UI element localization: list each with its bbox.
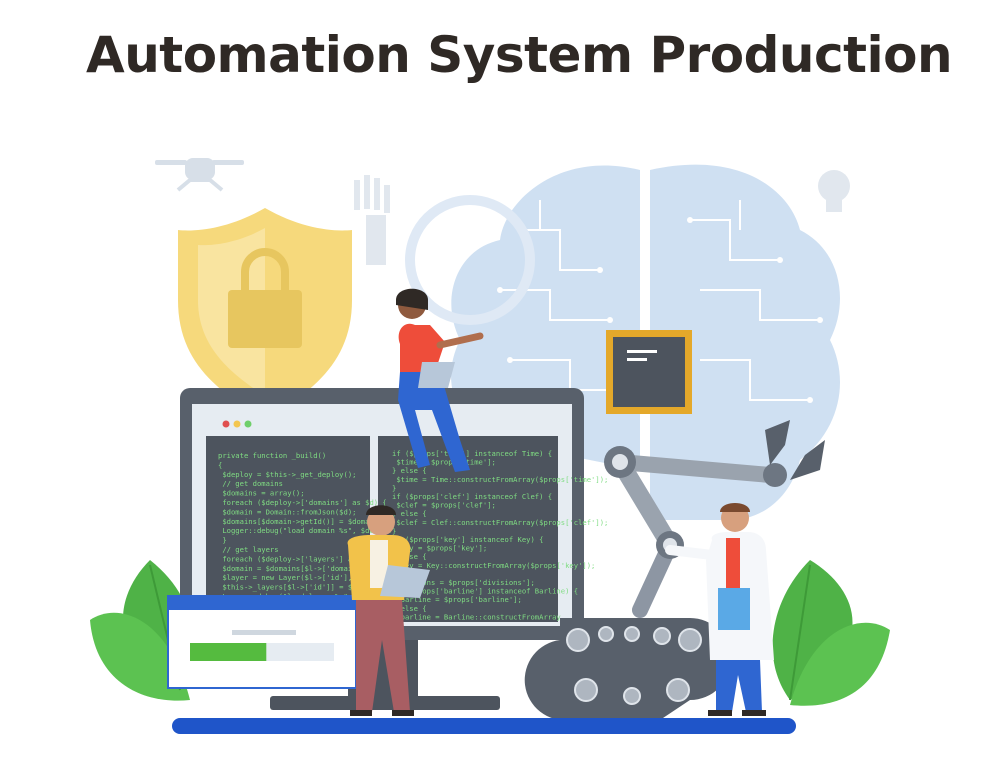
code-line: } else { [392,466,427,475]
code-line: } [392,483,396,492]
gear-icon [678,628,702,652]
code-line: $clef = Clef::constructFromArray($props[… [392,518,608,527]
code-line: $domain = $domains[$l->['domain [218,564,356,573]
code-line: $layer = new Layer($l->['id'], $dom [218,573,374,582]
padlock-icon [228,248,302,348]
code-line: Logger::debug("load domain %s", $domain [218,526,391,535]
code-line: $time = Time::constructFromArray($props[… [392,475,608,484]
code-line: $deploy = $this->_get_deploy(); [218,470,356,479]
code-line: // get domains [218,479,283,488]
code-line: $clef = $props['clef']; [392,501,496,510]
gear-icon [574,678,598,702]
code-line: } [392,526,396,535]
gear-icon [666,678,690,702]
gear-icon [566,628,590,652]
code-line: $barline = $props['barline']; [392,595,522,604]
drone-icon [155,158,244,192]
code-block-right: if ($props['time'] instanceof Time) { $t… [392,449,608,621]
lightbulb-icon [818,170,850,212]
floor [172,718,796,734]
code-block-left: private function _build(){ $deploy = $th… [218,451,391,601]
conveyor-belt [524,618,731,721]
code-line: { [218,460,222,469]
code-line: if ($props['key'] instanceof Key) { [392,535,543,544]
code-line: $divisions = $props['divisions']; [392,578,535,587]
code-line: } else { [392,509,427,518]
code-line: if ($props['clef'] instanceof Clef) { [392,492,552,501]
code-line: private function _build() [218,451,326,460]
page-title: Automation System Production [86,26,953,84]
code-line: } [218,536,227,545]
plant-right [772,560,890,706]
gear-icon [623,687,641,705]
code-line: $domains[$domain->getId()] = $domain; [218,517,382,526]
code-line: $domain = Domain::fromJson($d); [218,507,356,516]
code-line: foreach ($deploy->['layers'] as $l) { [218,554,382,563]
gear-icon [653,627,671,645]
gear-icon [624,626,640,642]
security-shield [178,208,352,420]
engineer-figure [665,503,774,716]
code-line: $barline = Barline::constructFromArray [392,612,561,621]
chip-icon [606,330,692,414]
code-line: $key = $props['key']; [392,544,487,553]
code-line: foreach ($deploy->['domains'] as $d) { [218,498,387,507]
code-line: // get layers [218,545,279,554]
code-line: $this->_layers[$l->['id']] = $layer; [218,583,378,592]
gear-icon [598,626,614,642]
code-line: if ($props['time'] instanceof Time) { [392,449,552,458]
progress-window [167,595,357,689]
code-line: $domains = array(); [218,489,305,498]
code-line: if ($props['barline'] instanceof Barline… [392,587,578,596]
code-line: $key = Key::constructFromArray($props['k… [392,561,595,570]
man-figure [347,505,430,716]
woman-figure [396,288,484,472]
progress-bar-fill [190,643,267,661]
robot-hand-icon [354,175,390,265]
code-line: } else { [392,604,427,613]
code-line: $time = $props['time']; [392,458,496,467]
